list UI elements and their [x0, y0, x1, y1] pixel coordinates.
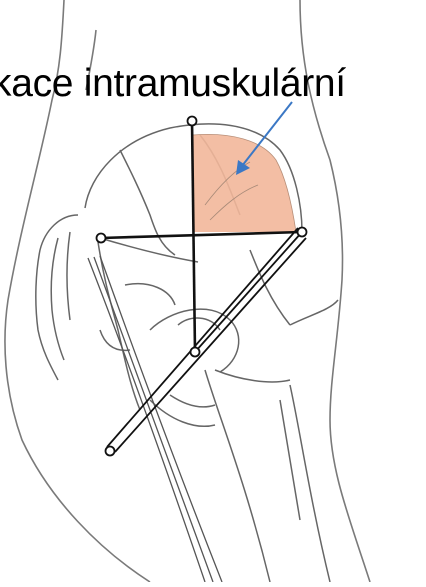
landmark-point-center	[191, 348, 200, 357]
landmark-point-top	[188, 117, 197, 126]
landmark-point-right	[298, 228, 307, 237]
caption-text: kace intramuskulární	[0, 62, 426, 106]
diagonal-line-outer-a	[115, 238, 306, 452]
muscle-strip	[88, 256, 222, 582]
injection-area	[193, 134, 296, 232]
horizontal-line	[101, 232, 302, 238]
landmark-point-left	[97, 234, 106, 243]
pelvis-bones	[36, 124, 338, 426]
diagonal-line-outer-b	[107, 228, 298, 447]
diagonal-line-upper	[195, 232, 302, 352]
landmark-point-bottom	[106, 447, 115, 456]
femur	[205, 370, 330, 582]
